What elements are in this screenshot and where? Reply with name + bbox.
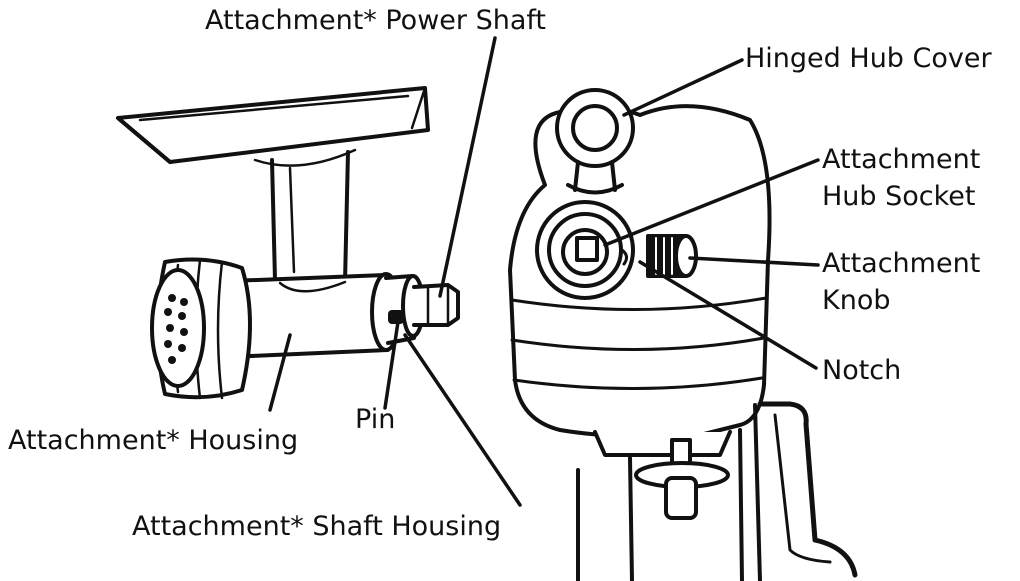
- mixer-pedestal: [576, 401, 858, 581]
- leader-hub-socket: [603, 158, 820, 247]
- attachment-knob: [646, 234, 698, 278]
- ring-nut: [150, 257, 252, 400]
- leader-attachment-knob: [688, 256, 820, 267]
- hinged-hub-cover: [555, 88, 635, 195]
- attachment-hub-socket: [535, 200, 635, 300]
- grinding-plate-holes: [164, 294, 188, 364]
- hopper-tray: [116, 86, 430, 164]
- label-hub-socket-line1: Attachment: [822, 144, 981, 175]
- leader-lines: [268, 36, 820, 507]
- label-knob-line2: Knob: [822, 285, 891, 316]
- label-power-shaft: Attachment* Power Shaft: [205, 5, 546, 36]
- leader-notch: [638, 260, 818, 370]
- leader-hinged-hub-cover: [622, 58, 744, 117]
- label-hinged-hub-cover: Hinged Hub Cover: [745, 43, 992, 74]
- grinder-attachment: [116, 86, 460, 400]
- mixer-head: [508, 88, 858, 581]
- label-knob-line1: Attachment: [822, 248, 981, 279]
- power-shaft: [412, 283, 460, 327]
- leader-shaft-housing: [403, 333, 522, 507]
- label-shaft-housing: Attachment* Shaft Housing: [132, 511, 502, 542]
- label-notch: Notch: [822, 355, 902, 386]
- label-hub-socket-line2: Hub Socket: [822, 181, 976, 212]
- leader-power-shaft: [438, 36, 497, 298]
- label-pin: Pin: [355, 404, 396, 435]
- shaft-housing-collar: [384, 274, 425, 345]
- leader-housing: [268, 333, 292, 412]
- leader-pin: [383, 320, 400, 410]
- feed-tube: [253, 148, 357, 284]
- label-housing: Attachment* Housing: [8, 425, 299, 456]
